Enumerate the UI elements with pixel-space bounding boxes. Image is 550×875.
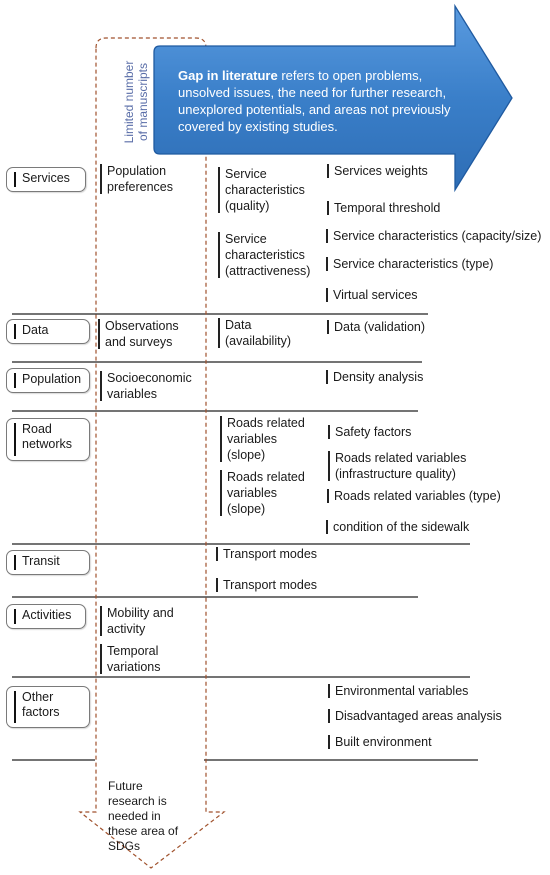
category-activities: Activities [6, 604, 86, 629]
limited-item: Population preferences [100, 163, 180, 195]
gap-item: Density analysis [326, 369, 526, 385]
gap-item: Virtual services [326, 287, 526, 303]
gap-item: Service characteristics (type) [326, 256, 548, 272]
middle-item: Service characteristics (attractiveness) [218, 231, 318, 279]
gap-item: Environmental variables [328, 683, 538, 699]
middle-item: Service characteristics (quality) [218, 166, 318, 214]
gap-item: Roads related variables (infrastructure … [328, 450, 528, 482]
category-services: Services [6, 167, 86, 192]
row-dividers [12, 313, 478, 761]
category-population: Population [6, 368, 90, 393]
category-road-networks: Road networks [6, 418, 90, 461]
column-label-limited: Limited number of manuscripts [122, 60, 150, 144]
gap-item: Temporal threshold [327, 200, 527, 216]
category-transit: Transit [6, 550, 90, 575]
middle-item: Transport modes [216, 546, 336, 562]
dashed-column-outline [78, 37, 226, 869]
middle-item: Data (availability) [218, 317, 318, 349]
limited-item: Observations and surveys [98, 318, 198, 350]
limited-item: Socioeconomic variables [100, 370, 200, 402]
category-data: Data [6, 319, 90, 344]
gap-arrow-shape [153, 3, 513, 193]
gap-arrow-banner: Gap in literature refers to open problem… [178, 67, 466, 135]
gap-item: Roads related variables (type) [327, 488, 537, 504]
gap-item: Services weights [327, 163, 527, 179]
future-research-note: Future research is needed in these area … [108, 779, 179, 853]
middle-item: Transport modes [216, 577, 336, 593]
gap-item: condition of the sidewalk [326, 519, 536, 535]
gap-item: Safety factors [328, 424, 528, 440]
category-other-factors: Other factors [6, 686, 90, 728]
limited-item: Temporal variations [100, 643, 190, 675]
gap-item: Data (validation) [327, 319, 527, 335]
gap-item: Built environment [328, 734, 538, 750]
limited-item: Mobility and activity [100, 605, 190, 637]
gap-item: Disadvantaged areas analysis [328, 708, 538, 724]
middle-item: Roads related variables (slope) [220, 415, 318, 463]
banner-rest-text: refers to open problems, unsolved issues… [178, 68, 451, 134]
middle-item: Roads related variables (slope) [220, 469, 318, 517]
banner-bold-text: Gap in literature [178, 68, 278, 83]
gap-item: Service characteristics (capacity/size) [326, 228, 548, 244]
